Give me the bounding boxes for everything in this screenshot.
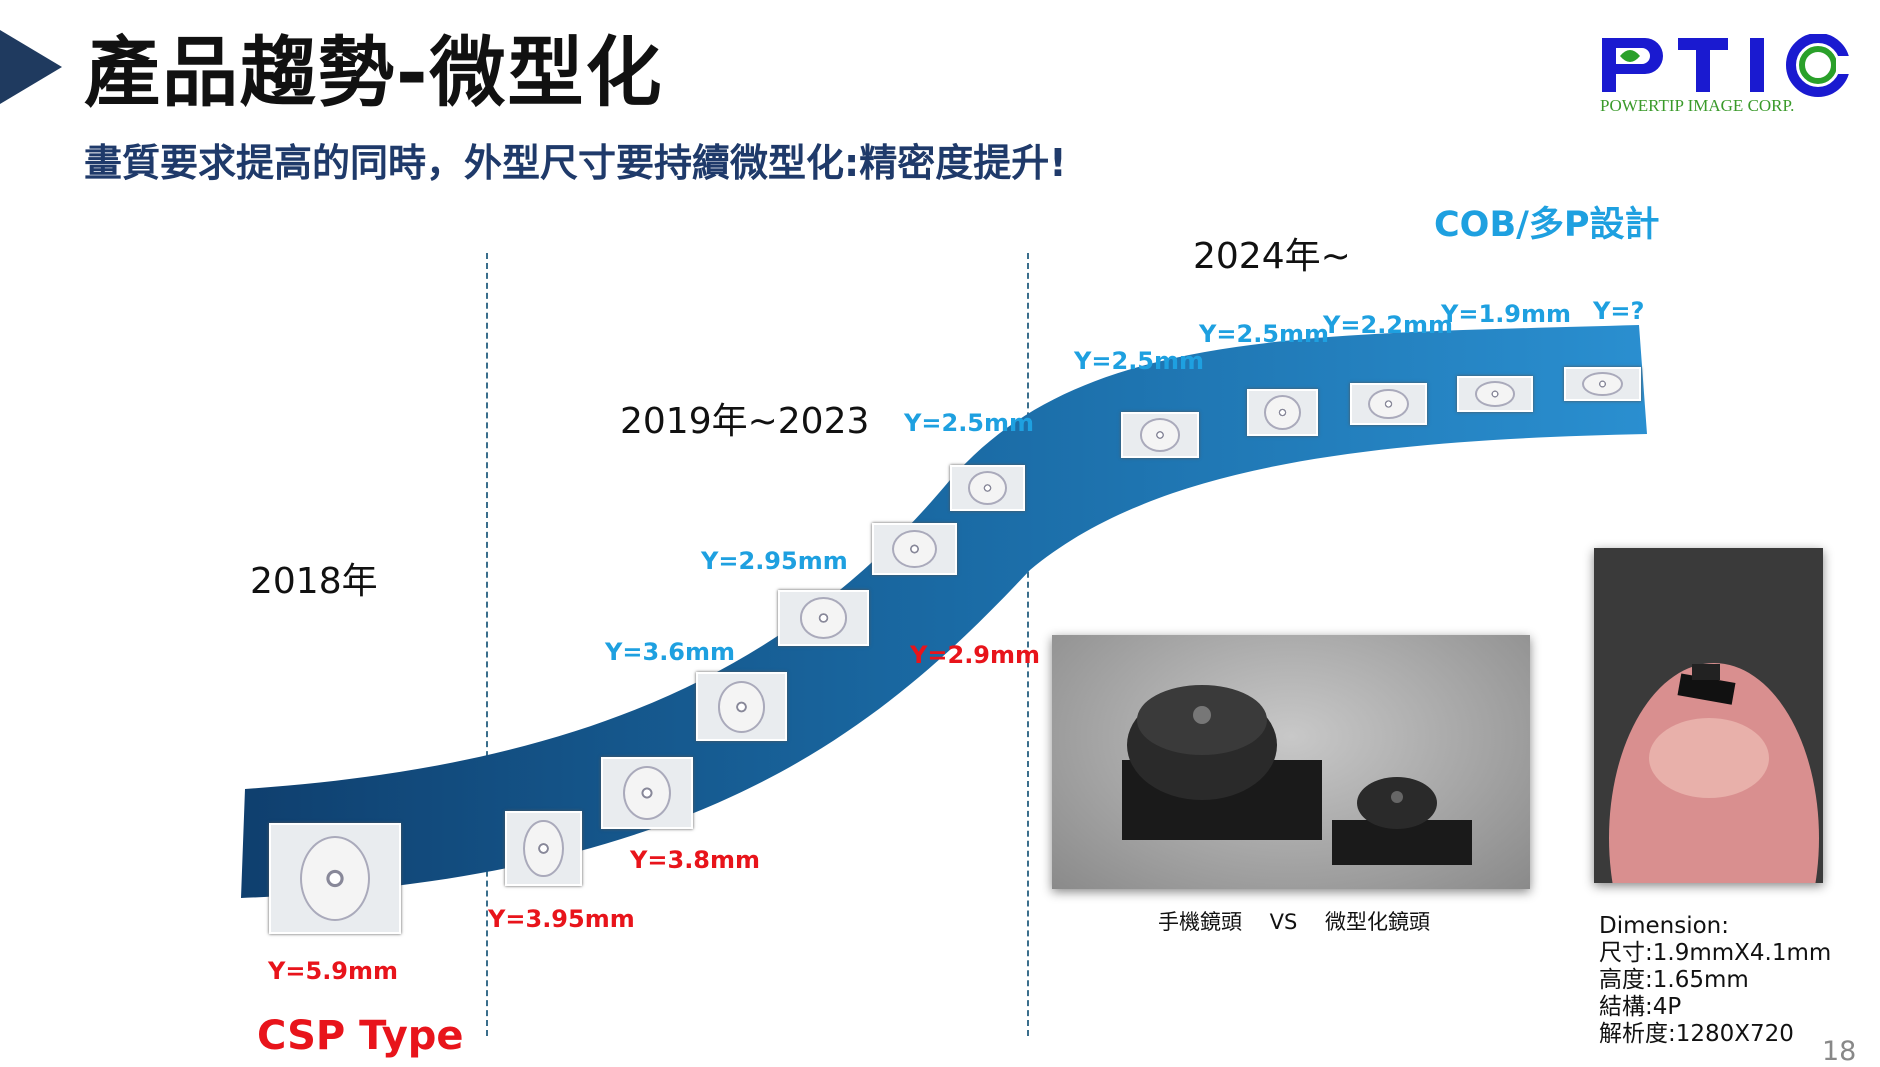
lens-comparison-photo — [1052, 635, 1530, 889]
size-label: Y=3.6mm — [605, 638, 736, 666]
sensor-chip — [950, 465, 1025, 511]
size-label: Y=3.8mm — [630, 846, 761, 874]
sensor-chip — [1564, 367, 1641, 401]
page-number: 18 — [1822, 1036, 1857, 1067]
size-label: Y=2.2mm — [1323, 311, 1454, 339]
sensor-chip — [872, 523, 957, 575]
dimension-resolution: 解析度:1280X720 — [1599, 1021, 1794, 1047]
sensor-chip — [1457, 376, 1533, 412]
dimension-structure: 結構:4P — [1599, 994, 1682, 1020]
sensor-chip — [269, 823, 401, 934]
sensor-chip — [778, 590, 869, 646]
era-divider — [1027, 253, 1029, 1036]
sensor-chip — [696, 672, 787, 741]
page-title: 產品趨勢-微型化 — [84, 28, 664, 117]
era-2018: 2018年 — [250, 561, 378, 602]
cob-label: COB/多P設計 — [1434, 205, 1660, 245]
sensor-chip — [505, 811, 582, 886]
page-subtitle: 畫質要求提高的同時，外型尺寸要持續微型化:精密度提升! — [84, 141, 1067, 185]
sensor-chip — [1121, 412, 1199, 458]
csp-type-label: CSP Type — [257, 1013, 464, 1059]
sensor-chip — [1350, 383, 1427, 425]
dimension-size: 尺寸:1.9mmX4.1mm — [1599, 940, 1832, 966]
size-label: Y=2.9mm — [910, 641, 1041, 669]
size-label: Y=? — [1593, 297, 1645, 325]
sensor-chip — [601, 757, 693, 829]
size-label: Y=2.5mm — [1199, 320, 1330, 348]
sensor-chip — [1247, 389, 1318, 436]
size-label: Y=2.95mm — [701, 547, 848, 575]
finger-lens-photo — [1594, 548, 1823, 883]
logo-tagline: POWERTIP IMAGE CORP. — [1600, 96, 1795, 115]
size-label: Y=1.9mm — [1441, 300, 1572, 328]
photo-caption: 手機鏡頭 VS 微型化鏡頭 — [1158, 910, 1431, 934]
ptic-logo: POWERTIP IMAGE CORP. — [1600, 33, 1874, 116]
dimension-height: 高度:1.65mm — [1599, 967, 1749, 993]
title-arrow-icon — [0, 30, 62, 104]
size-label: Y=3.95mm — [488, 905, 635, 933]
size-label: Y=5.9mm — [268, 957, 399, 985]
era-2019-2023: 2019年~2023 — [620, 401, 870, 442]
size-label: Y=2.5mm — [904, 409, 1035, 437]
dimension-heading: Dimension: — [1599, 913, 1730, 939]
era-divider — [486, 253, 488, 1036]
size-label: Y=2.5mm — [1074, 347, 1205, 375]
era-2024: 2024年~ — [1193, 236, 1351, 277]
